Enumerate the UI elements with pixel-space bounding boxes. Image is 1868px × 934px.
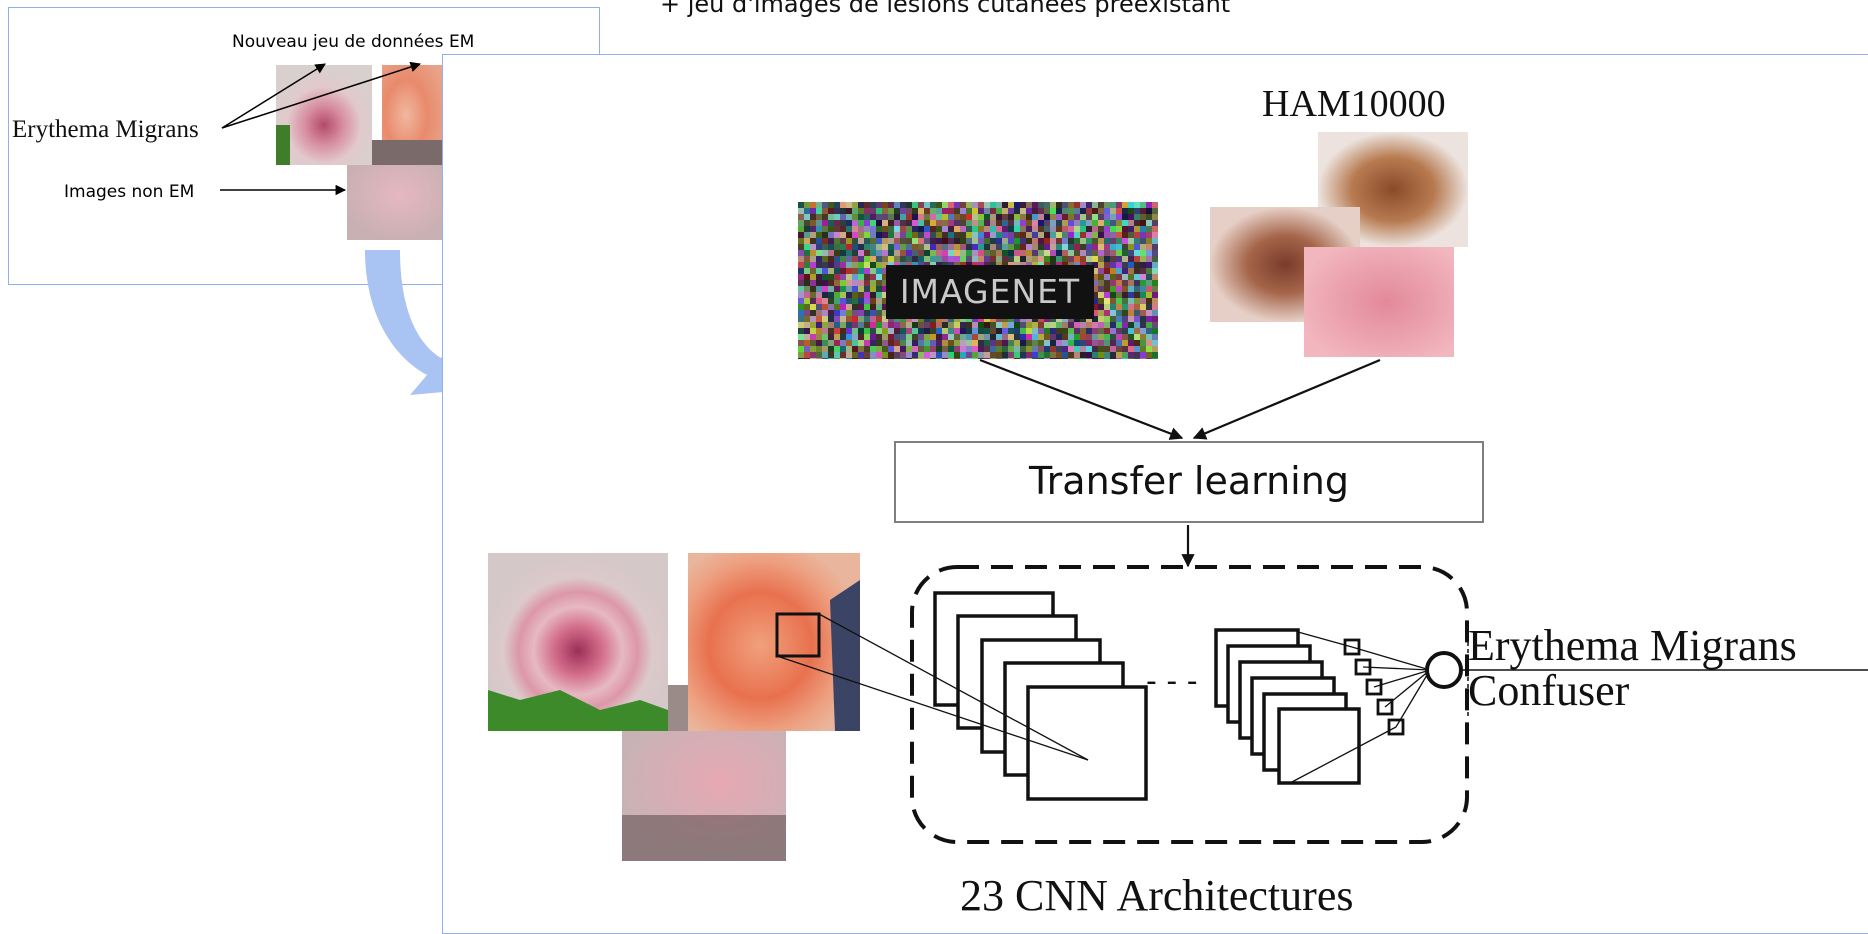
output-confuser-label: Confuser <box>1468 666 1630 715</box>
non-em-label: Images non EM <box>64 182 195 202</box>
transfer-learning-label: Transfer learning <box>1029 459 1349 503</box>
header-text: + jeu d'images de lésions cutanées préex… <box>660 0 1231 18</box>
imagenet-logo: IMAGENET <box>899 272 1081 311</box>
em-thumbnail-1 <box>276 65 372 165</box>
feature-maps-small <box>1214 628 1361 785</box>
output-node <box>1425 651 1463 689</box>
ham10000-title: HAM10000 <box>1262 83 1446 125</box>
projection-lines <box>776 613 1431 784</box>
cnn-container <box>910 565 1469 844</box>
non-em-thumbnail <box>347 165 442 240</box>
output-em-label: Erythema Migrans <box>1468 621 1797 670</box>
cnn-ellipsis: - - - <box>1146 664 1198 699</box>
crop-box <box>775 612 821 658</box>
em-label: Erythema Migrans <box>12 116 199 143</box>
ham-image-3 <box>1304 247 1454 357</box>
imagenet-logo-box <box>886 265 1094 319</box>
transfer-learning-box <box>894 441 1484 523</box>
cnn-architectures-label: 23 CNN Architectures <box>960 871 1354 920</box>
curved-arrow-icon <box>365 250 465 395</box>
em-photo-2 <box>688 553 860 731</box>
feature-maps-large <box>933 591 1148 801</box>
small-panel-title: Nouveau jeu de données EM <box>232 32 475 52</box>
